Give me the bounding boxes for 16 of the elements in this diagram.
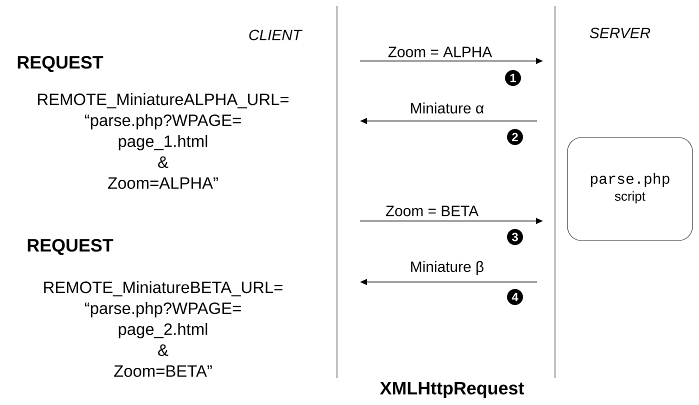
lane-title: XMLHttpRequest xyxy=(380,382,524,398)
script-box: parse.php script xyxy=(567,137,693,241)
callout-number: 3 xyxy=(507,229,523,245)
request-text: REMOTE_MiniatureALPHA_URL= “parse.php?WPAGE= page_1.html & Zoom=ALPHA” xyxy=(38,93,288,189)
message-label: Zoom = ALPHA xyxy=(388,46,492,58)
callout-number: 2 xyxy=(507,129,523,145)
callout-number: 4 xyxy=(507,289,523,305)
column-title: SERVER xyxy=(590,28,650,38)
request-text: REMOTE_MiniatureBETA_URL= “parse.php?WPAGE= page_2.html & Zoom=BETA” xyxy=(44,281,282,377)
callout-number: 1 xyxy=(505,70,521,86)
message-label: Zoom = BETA xyxy=(386,206,479,216)
request-heading: REQUEST xyxy=(18,56,104,72)
message-label: Miniature β xyxy=(411,261,484,275)
message-label: Miniature α xyxy=(411,102,484,114)
column-title: CLIENT xyxy=(249,30,302,40)
request-heading: REQUEST xyxy=(28,238,114,256)
